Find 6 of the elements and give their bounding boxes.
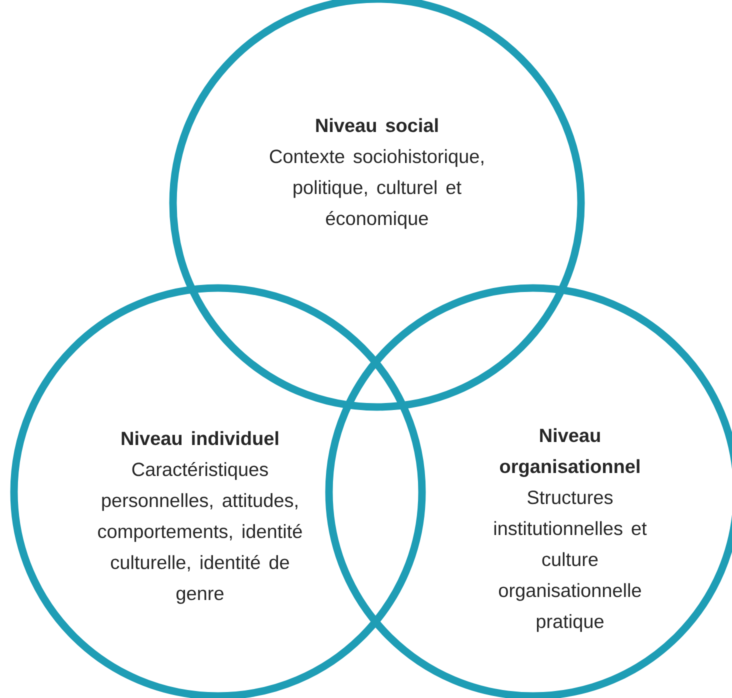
heading: Niveau individuel (122, 431, 278, 446)
heading: Niveau organisationnel (500, 428, 640, 477)
heading: Niveau social (316, 118, 438, 132)
description: Contexte sociohistorique, politique, culturel et économique (270, 149, 484, 229)
description: Caractéristiques personnelles, attitudes, comportements, identité culturelle, identité de genre (98, 462, 302, 604)
description: Structures institutionnelles et culture organisationnelle pratique (494, 490, 647, 632)
